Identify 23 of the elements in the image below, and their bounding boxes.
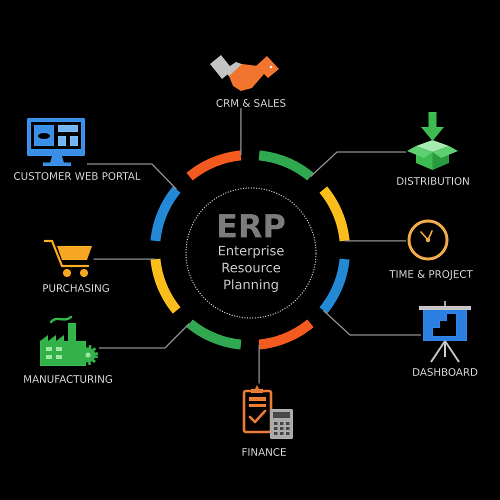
connector-line — [87, 163, 177, 190]
module-label: PURCHASING — [43, 284, 109, 292]
ring-segment — [186, 319, 242, 350]
module-label: DASHBOARD — [413, 368, 478, 376]
ring-segment — [258, 319, 314, 350]
connector-line — [99, 323, 190, 349]
connector-line — [323, 310, 421, 336]
module-label: TIME & PROJECT — [389, 270, 473, 280]
ring-segment — [150, 186, 181, 242]
connector-line — [240, 108, 242, 156]
connector-line — [344, 240, 406, 242]
ring-segment — [258, 150, 314, 181]
module-label: FINANCE — [242, 448, 286, 456]
module-label: CRM & SALES — [216, 99, 286, 107]
connector-line — [94, 258, 156, 260]
ring-segment — [319, 258, 350, 314]
module-label: DISTRIBUTION — [397, 177, 469, 185]
ring-segment — [319, 186, 350, 242]
ring-segment — [186, 150, 242, 181]
ring-segment — [150, 258, 181, 314]
module-label: CUSTOMER WEB PORTAL — [14, 172, 140, 180]
connector-line — [258, 344, 260, 384]
module-label: MANUFACTURING — [24, 375, 112, 383]
